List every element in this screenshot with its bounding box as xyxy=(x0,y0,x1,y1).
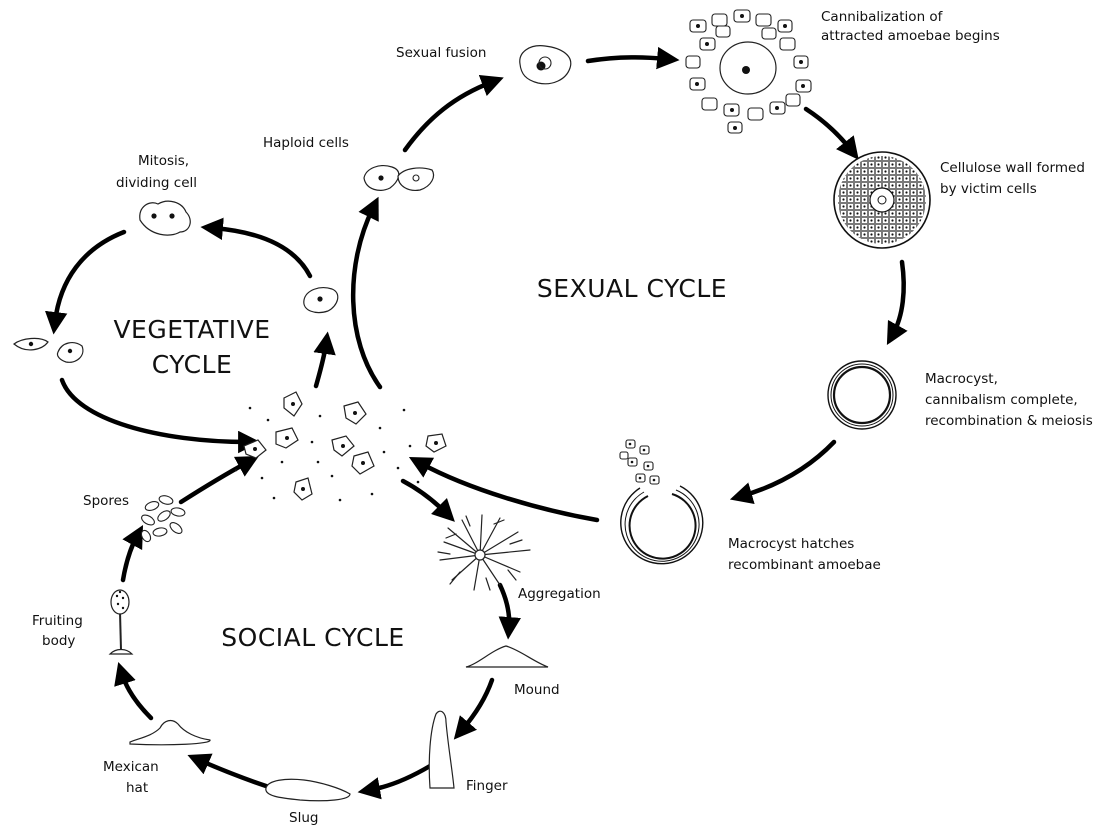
label-fruiting-body-line2: body xyxy=(42,633,75,649)
label-spores: Spores xyxy=(83,493,129,509)
label-macrocyst: Macrocyst, xyxy=(925,371,998,387)
arrow-aggregation-to-mound xyxy=(497,582,521,640)
arrow-macrocyst-to-hatch xyxy=(729,439,837,505)
arrow-mexican-hat-to-fruiting xyxy=(114,661,154,721)
label-macrocyst-line2: cannibalism complete, xyxy=(925,392,1078,408)
arrow-haploid-to-fusion xyxy=(402,74,504,153)
label-finger: Finger xyxy=(466,778,508,794)
arrow-cellulose-to-macrocyst xyxy=(886,259,908,346)
label-macrocyst-line3: recombination & meiosis xyxy=(925,413,1093,429)
label-cannibalization-line2: attracted amoebae begins xyxy=(821,28,1000,44)
label-mound: Mound xyxy=(514,682,560,698)
arrow-spores-to-amoebae xyxy=(178,455,260,505)
arrow-amoebae-to-haploid xyxy=(350,196,383,390)
vegetative-cycle-title: VEGETATIVE xyxy=(113,315,270,344)
sexual-fusion-cell xyxy=(519,45,572,85)
spores xyxy=(140,495,186,543)
arrow-hatch-to-amoebae xyxy=(408,457,600,523)
label-mexican-hat: Mexican xyxy=(103,759,159,775)
vegetative-cycle-title-line2: CYCLE xyxy=(152,350,233,379)
social-cycle-title: SOCIAL CYCLE xyxy=(221,623,404,652)
label-cannibalization: Cannibalization of xyxy=(821,9,944,25)
label-haploid-cells: Haploid cells xyxy=(263,135,349,151)
arrow-amoebae-to-aggregation xyxy=(59,377,261,454)
slug xyxy=(265,778,351,802)
label-macrocyst-hatches-line2: recombinant amoebae xyxy=(728,557,881,573)
label-cellulose-wall: Cellulose wall formed xyxy=(940,160,1085,176)
label-mitosis: Mitosis, xyxy=(138,153,189,169)
hatching-macrocyst xyxy=(619,439,704,565)
arrow-fruiting-to-spores xyxy=(120,524,144,583)
arrow-amoebae-to-mitosis-cell xyxy=(313,331,336,389)
label-aggregation: Aggregation xyxy=(518,586,601,602)
label-slug: Slug xyxy=(289,810,318,826)
arrow-fusion-to-cannibalization xyxy=(585,46,680,70)
vegetative-cell xyxy=(303,287,339,314)
arrow-cell-to-mitosis xyxy=(200,217,313,279)
arrow-finger-to-slug xyxy=(357,763,433,800)
mitosis-dividing-cell xyxy=(139,200,191,236)
label-macrocyst-hatches: Macrocyst hatches xyxy=(728,536,854,552)
sexual-cycle-title: SEXUAL CYCLE xyxy=(537,274,727,303)
cellulose-wall-cyst xyxy=(833,151,931,249)
label-cellulose-wall-line2: by victim cells xyxy=(940,181,1037,197)
arrow-mound-to-finger xyxy=(453,677,495,740)
vegetative-amoebae-left xyxy=(13,337,84,363)
arrow-mitosis-to-amoebae xyxy=(45,229,127,335)
cannibalization-cluster xyxy=(685,9,812,134)
arrow-center-to-aggregation xyxy=(400,478,455,522)
central-amoebae-field xyxy=(234,391,447,502)
haploid-cell-left xyxy=(363,165,400,191)
aggregation-star xyxy=(437,514,531,591)
arrow-cannibalization-to-cellulose xyxy=(803,106,859,160)
label-sexual-fusion: Sexual fusion xyxy=(396,45,486,61)
label-mitosis-line2: dividing cell xyxy=(116,175,197,191)
arrow-slug-to-mexican-hat xyxy=(187,753,269,789)
mound xyxy=(465,645,549,668)
haploid-cell-right xyxy=(397,167,435,191)
label-mexican-hat-line2: hat xyxy=(126,780,148,796)
mexican-hat xyxy=(129,719,211,746)
label-fruiting-body: Fruiting xyxy=(32,613,83,629)
fruiting-body xyxy=(108,589,134,655)
macrocyst xyxy=(827,360,897,430)
finger xyxy=(428,710,455,789)
